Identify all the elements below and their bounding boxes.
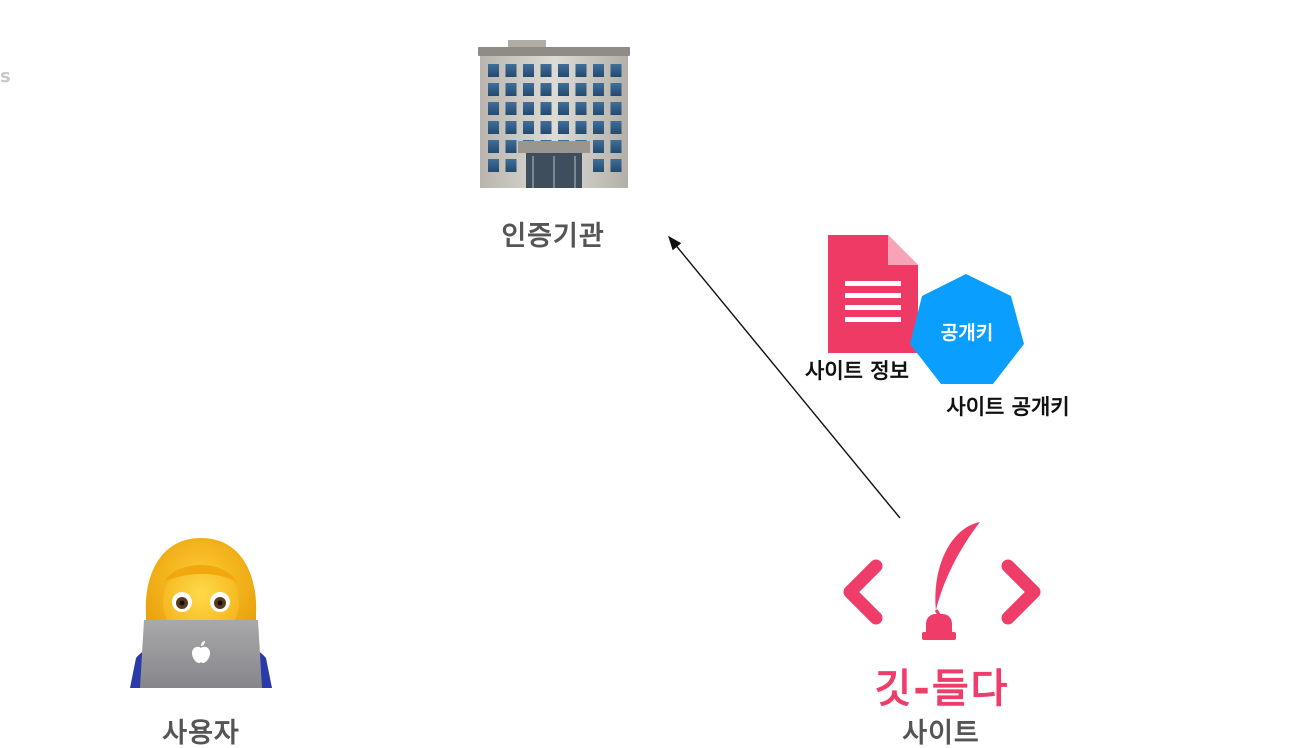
public-key-label: 사이트 공개키 [946, 395, 1070, 419]
office-building-icon [478, 40, 630, 188]
building-window [488, 159, 499, 172]
building-window [505, 140, 517, 153]
building-window [540, 121, 552, 134]
building-window [610, 159, 622, 172]
building-window [540, 83, 552, 96]
building-window [523, 102, 534, 115]
building-window [558, 64, 569, 77]
building-window [540, 102, 552, 115]
arrow-line [668, 235, 901, 519]
building-window [593, 159, 604, 172]
public-key-text: 공개키 [940, 322, 994, 344]
building-window [523, 121, 534, 134]
building-window [505, 121, 517, 134]
document-icon [828, 235, 918, 353]
building-window [610, 64, 622, 77]
building-window [610, 121, 622, 134]
building-window [488, 140, 499, 153]
user-label: 사용자 [162, 718, 240, 748]
building-window [593, 64, 604, 77]
building-window [558, 121, 569, 134]
building-window [488, 102, 499, 115]
building-window [575, 64, 587, 77]
building-window [575, 121, 587, 134]
heptagon-key-icon [910, 274, 1024, 384]
document-label: 사이트 정보 [805, 359, 909, 383]
building-window [610, 83, 622, 96]
building-window [575, 83, 587, 96]
building-window [610, 102, 622, 115]
building-window [610, 140, 622, 153]
building-window [593, 83, 604, 96]
building-window [488, 121, 499, 134]
building-window [593, 121, 604, 134]
building-window [488, 64, 499, 77]
corner-mark: s [0, 66, 11, 87]
building-window [505, 102, 517, 115]
building-window [488, 83, 499, 96]
building-window [523, 83, 534, 96]
quill-code-logo-icon [843, 522, 1041, 640]
building-window [505, 83, 517, 96]
brand-logo-text: 깃-들다 [874, 666, 1010, 712]
building-window [523, 64, 534, 77]
building-window [558, 102, 569, 115]
building-window [575, 102, 587, 115]
building-window [593, 140, 604, 153]
site-label: 사이트 [902, 718, 980, 748]
building-window [593, 102, 604, 115]
authority-label: 인증기관 [501, 221, 605, 252]
building-window [540, 64, 552, 77]
woman-technologist-icon [130, 538, 272, 688]
building-window [505, 159, 517, 172]
building-window [505, 64, 517, 77]
building-window [558, 83, 569, 96]
